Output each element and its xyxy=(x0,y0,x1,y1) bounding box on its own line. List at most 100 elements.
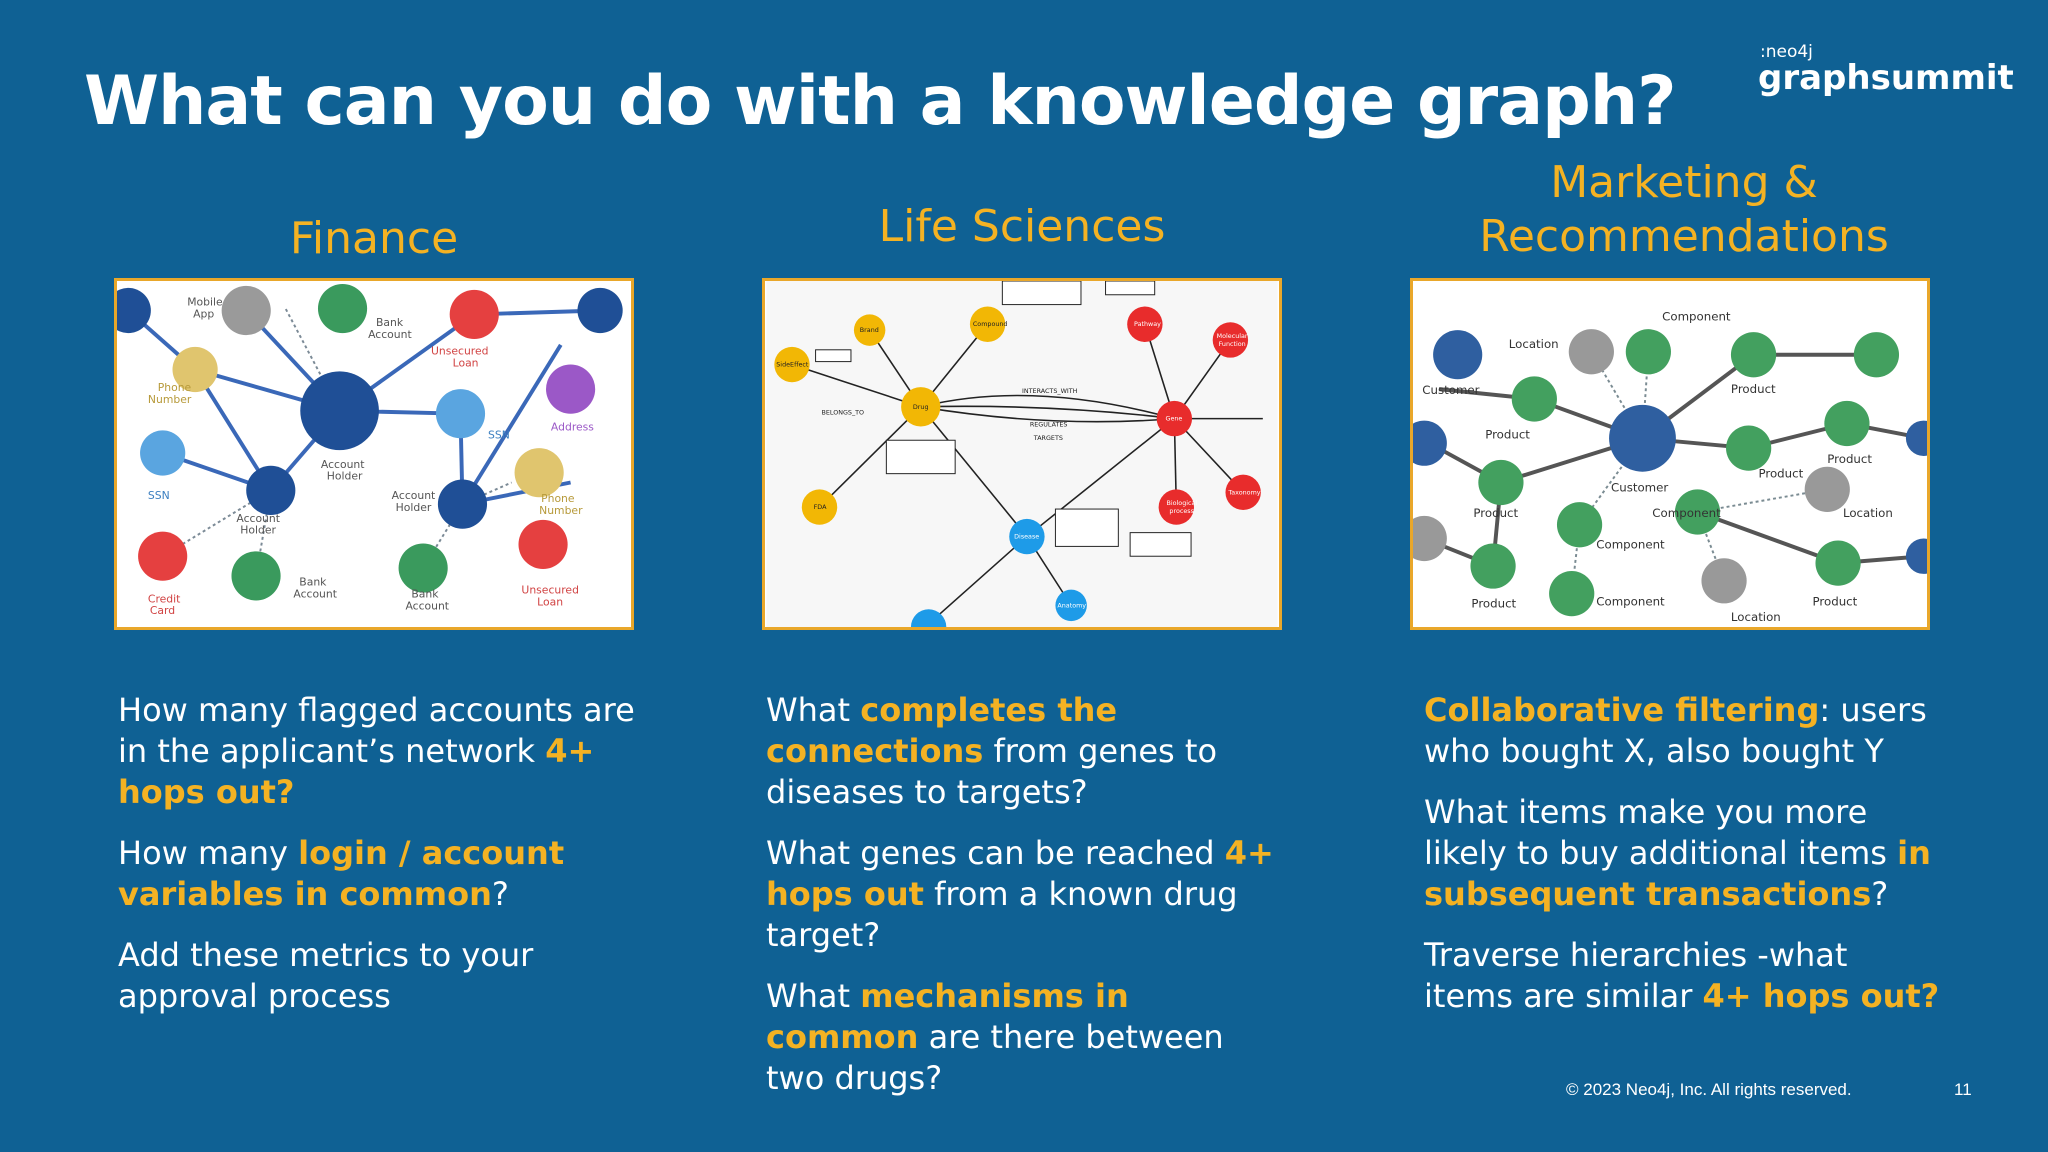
svg-text:Phone: Phone xyxy=(158,381,192,394)
svg-text:REGULATES: REGULATES xyxy=(1030,420,1068,428)
svg-text:Component: Component xyxy=(1596,537,1665,551)
svg-text:Credit: Credit xyxy=(148,592,180,605)
question-text: What xyxy=(766,691,861,729)
svg-text:Location: Location xyxy=(1509,337,1559,351)
question-text: are there between two drugs? xyxy=(766,1018,1224,1097)
question-text: What xyxy=(766,977,861,1015)
logo-small-text: :neo4j xyxy=(1760,42,1813,62)
svg-text:Account: Account xyxy=(321,458,365,471)
marketing-questions: Collaborative filtering: users who bough… xyxy=(1424,690,1944,1037)
svg-text:Compound: Compound xyxy=(973,320,1008,328)
highlight-text: 4+ hops out xyxy=(766,834,1274,913)
svg-text:Card: Card xyxy=(150,604,175,617)
svg-text:Location: Location xyxy=(1843,506,1893,520)
svg-text:Disease: Disease xyxy=(1014,533,1039,541)
question: What mechanisms in common are there betw… xyxy=(766,976,1286,1099)
column-title-life-sciences: Life Sciences xyxy=(878,201,1166,252)
svg-text:Phone: Phone xyxy=(541,492,575,505)
question: How many login / account variables in co… xyxy=(118,833,638,915)
svg-text:Address: Address xyxy=(551,420,594,433)
svg-text:Holder: Holder xyxy=(327,470,363,483)
svg-text:Taxonomy: Taxonomy xyxy=(1227,488,1260,496)
svg-text:Account: Account xyxy=(293,588,337,601)
svg-text:INTERACTS_WITH: INTERACTS_WITH xyxy=(1022,387,1078,395)
svg-text:Function: Function xyxy=(1219,340,1246,348)
question-text: : users who bought X, also bought Y xyxy=(1424,691,1927,770)
question-text: How many xyxy=(118,834,299,872)
svg-text:Customer: Customer xyxy=(1611,480,1668,494)
question-text: What items make you more likely to buy a… xyxy=(1424,793,1898,872)
svg-text:Customer: Customer xyxy=(1422,383,1479,397)
svg-text:Biological: Biological xyxy=(1166,499,1197,507)
copyright-footer: © 2023 Neo4j, Inc. All rights reserved. xyxy=(1566,1080,1852,1099)
svg-text:Unsecured: Unsecured xyxy=(521,584,579,597)
question: How many flagged accounts are in the app… xyxy=(118,690,638,813)
question-text: ? xyxy=(491,875,509,913)
question: What items make you more likely to buy a… xyxy=(1424,792,1944,915)
svg-text:Brand: Brand xyxy=(860,326,879,334)
svg-text:BELONGS_TO: BELONGS_TO xyxy=(821,409,864,417)
question-text: What genes can be reached xyxy=(766,834,1225,872)
svg-text:Account: Account xyxy=(392,489,436,502)
svg-text:Product: Product xyxy=(1827,452,1872,466)
question-text: How many flagged accounts are in the app… xyxy=(118,691,635,770)
svg-text:Holder: Holder xyxy=(396,501,432,514)
svg-text:Component: Component xyxy=(1596,594,1665,608)
highlight-text: 4+ hops out? xyxy=(1702,977,1940,1015)
svg-text:Product: Product xyxy=(1758,467,1803,481)
svg-text:Component: Component xyxy=(1662,309,1731,323)
svg-text:Bank: Bank xyxy=(376,316,404,329)
finance-questions: How many flagged accounts are in the app… xyxy=(118,690,638,1037)
question: Traverse hierarchies -what items are sim… xyxy=(1424,935,1944,1017)
svg-text:Product: Product xyxy=(1471,596,1516,610)
svg-text:Product: Product xyxy=(1731,382,1776,396)
question: What genes can be reached 4+ hops out fr… xyxy=(766,833,1286,956)
svg-text:Drug: Drug xyxy=(913,403,929,411)
svg-text:Pathway: Pathway xyxy=(1134,320,1161,328)
svg-text:Component: Component xyxy=(1652,506,1721,520)
svg-text:Account: Account xyxy=(236,512,280,525)
svg-text:Number: Number xyxy=(539,504,583,517)
highlight-text: 4+ hops out? xyxy=(118,732,595,811)
question-text: Add these metrics to your approval proce… xyxy=(118,936,534,1015)
svg-text:SSN: SSN xyxy=(488,428,510,441)
question-text: from genes to diseases to targets? xyxy=(766,732,1218,811)
page-number: 11 xyxy=(1954,1080,1972,1099)
life-sciences-questions: What completes the connections from gene… xyxy=(766,690,1286,1119)
svg-text:Account: Account xyxy=(368,328,412,341)
svg-text:Gene: Gene xyxy=(1166,415,1183,423)
question: Add these metrics to your approval proce… xyxy=(118,935,638,1017)
svg-text:Mobile: Mobile xyxy=(187,296,223,309)
svg-text:Number: Number xyxy=(148,393,192,406)
svg-text:SideEffect: SideEffect xyxy=(776,361,809,369)
column-title-marketing: Marketing & Recommendations xyxy=(1479,157,1889,262)
svg-text:Anatomy: Anatomy xyxy=(1057,601,1086,609)
highlight-text: login / account variables in common xyxy=(118,834,565,913)
svg-text:process: process xyxy=(1169,507,1194,515)
highlight-text: mechanisms in common xyxy=(766,977,1129,1056)
svg-text:Product: Product xyxy=(1485,427,1530,441)
svg-text:Bank: Bank xyxy=(411,588,439,601)
svg-text:SSN: SSN xyxy=(148,489,170,502)
svg-text:Loan: Loan xyxy=(453,357,479,370)
svg-text:Loan: Loan xyxy=(537,595,563,608)
highlight-text: completes the connections xyxy=(766,691,1118,770)
svg-text:Product: Product xyxy=(1813,594,1858,608)
svg-text:Molecular: Molecular xyxy=(1217,332,1248,340)
svg-text:FDA: FDA xyxy=(814,503,827,511)
question: Collaborative filtering: users who bough… xyxy=(1424,690,1944,772)
highlight-text: in subsequent transactions xyxy=(1424,834,1931,913)
question: What completes the connections from gene… xyxy=(766,690,1286,813)
page-title: What can you do with a knowledge graph? xyxy=(84,62,1677,141)
svg-text:App: App xyxy=(193,307,214,320)
svg-text:TARGETS: TARGETS xyxy=(1033,434,1063,442)
column-title-finance: Finance xyxy=(289,213,459,264)
svg-text:Unsecured: Unsecured xyxy=(431,345,489,358)
